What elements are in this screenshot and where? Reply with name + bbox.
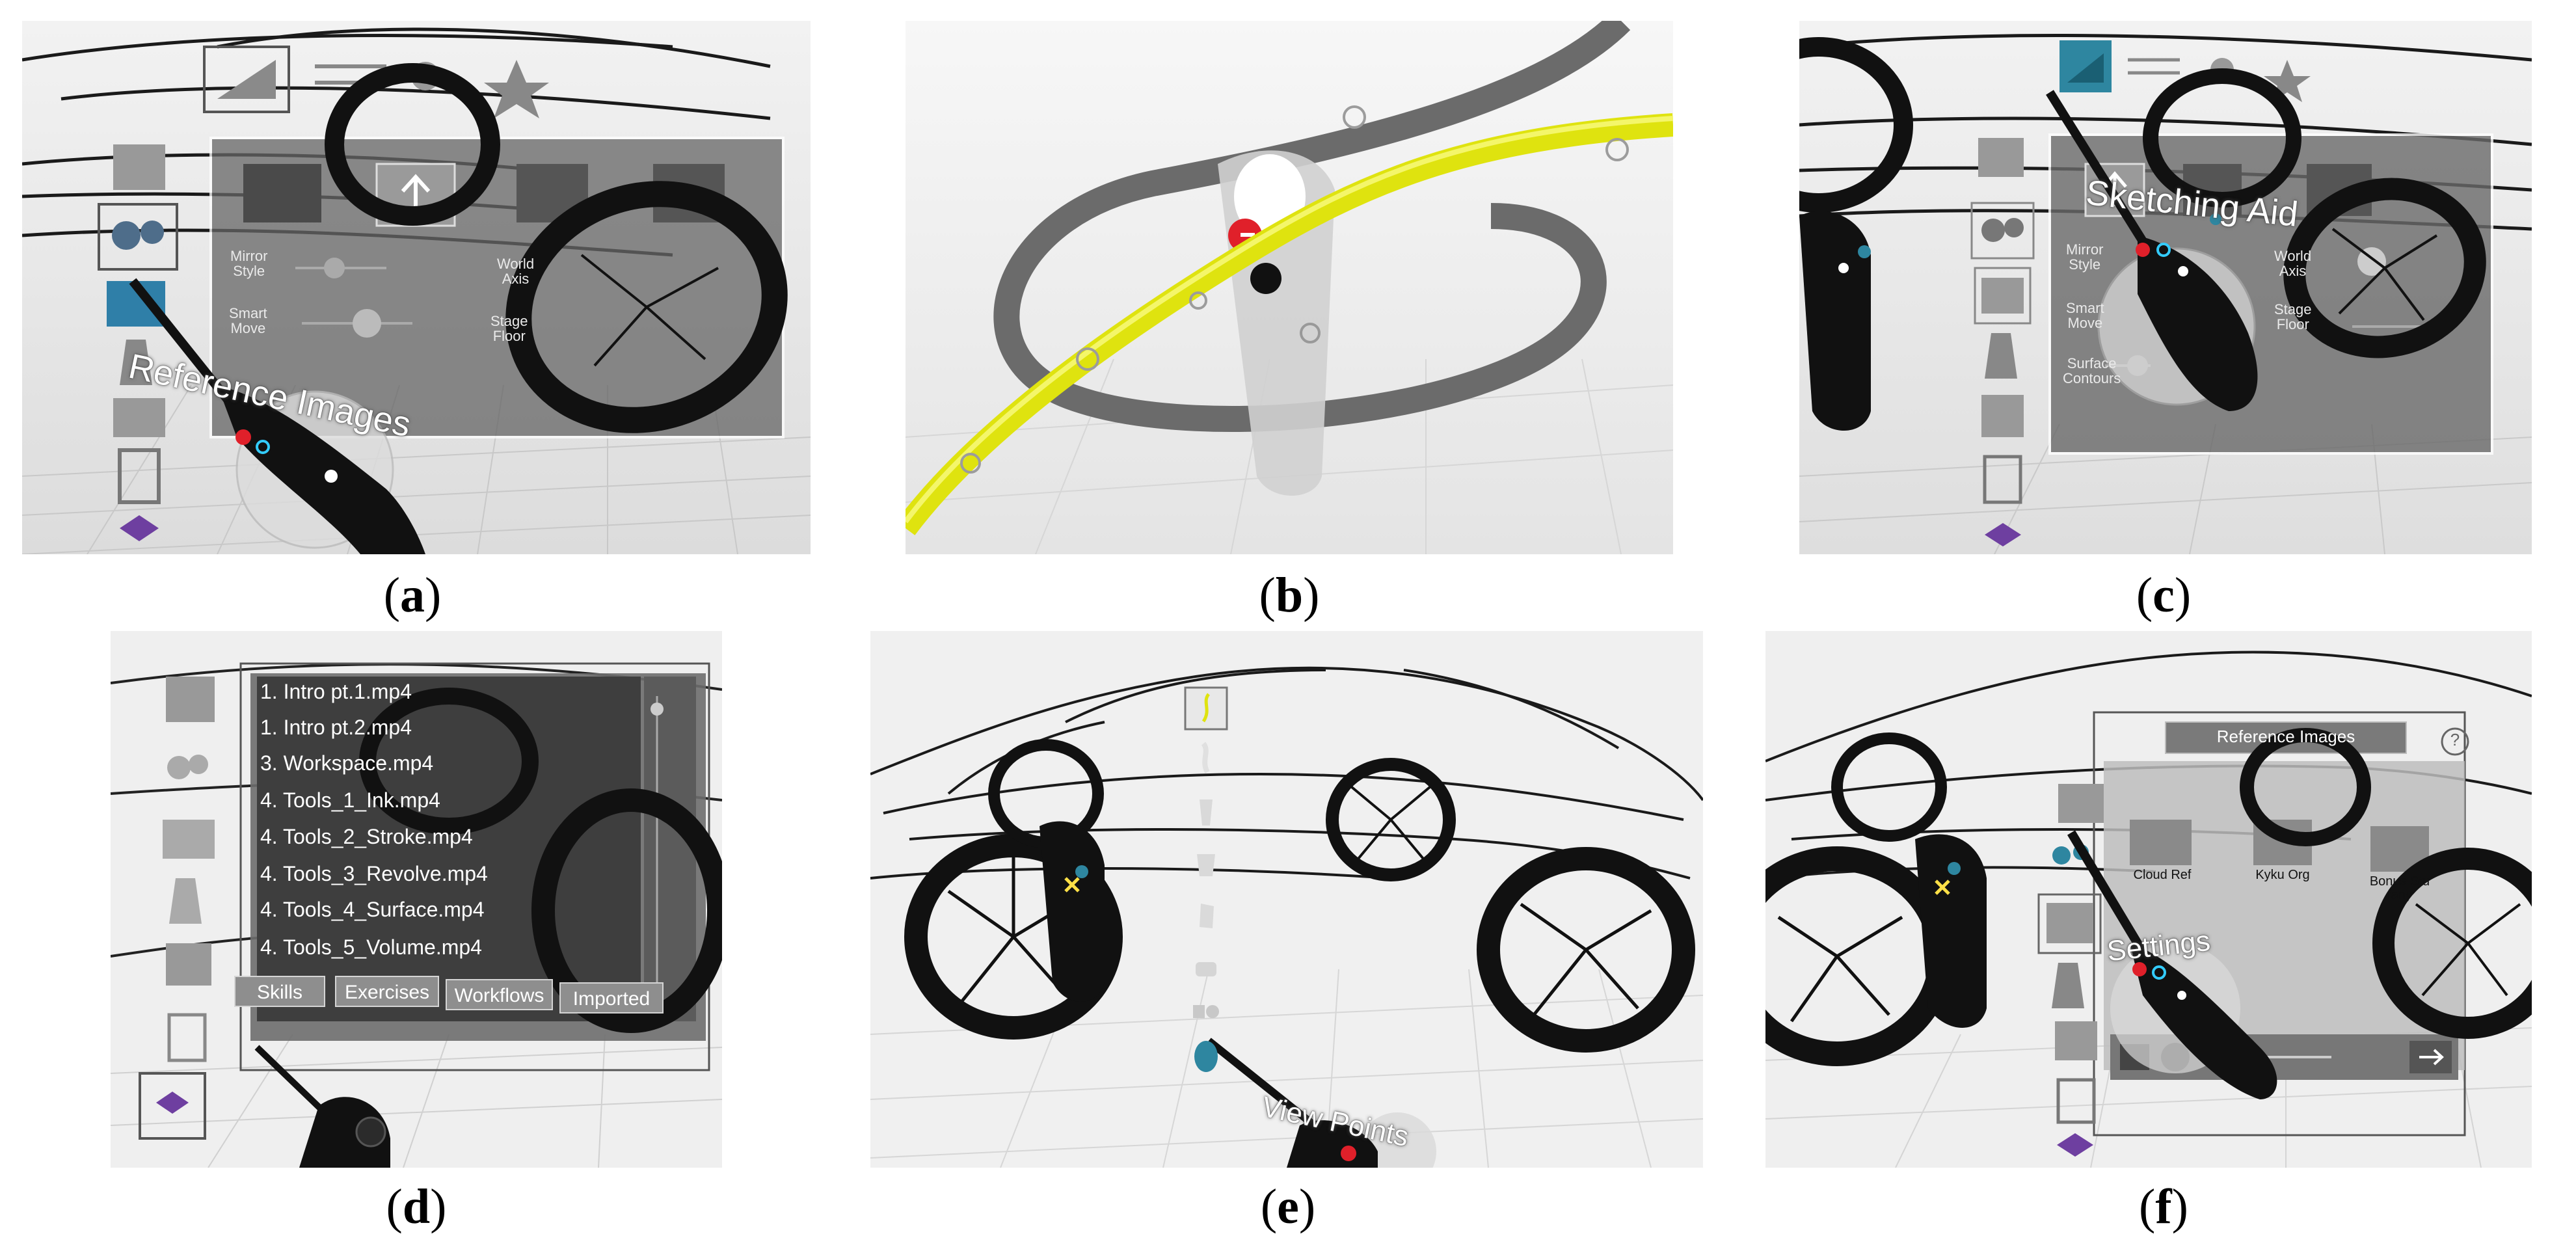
panel-e-scene xyxy=(870,631,1703,1168)
stage-floor-label: Stage Floor xyxy=(490,313,528,345)
reference-images-header: Reference Images xyxy=(2216,727,2355,746)
mirror-style-label: Mirror Style xyxy=(230,248,268,280)
tab-imported[interactable]: Imported xyxy=(559,982,664,1014)
smart-move-label: Smart Move xyxy=(2066,300,2104,332)
stage-floor-label: Stage Floor xyxy=(2274,301,2312,333)
panel-a-reference-images: Reference Images Mirror Style Smart Move… xyxy=(22,21,811,554)
panel-b-scene xyxy=(906,21,1673,554)
primitives-tool-icon[interactable] xyxy=(1184,992,1228,1036)
panel-d-scene xyxy=(111,631,722,1168)
camera-tool-icon[interactable] xyxy=(1184,1034,1228,1079)
smart-move-label: Smart Move xyxy=(229,305,267,337)
folder-cloud-ref[interactable]: Cloud Ref xyxy=(2133,868,2192,882)
caption-f: (f) xyxy=(2139,1179,2188,1234)
caption-e: (e) xyxy=(1260,1179,1316,1234)
file-item[interactable]: 4. Tools_4_Surface.mp4 xyxy=(260,898,485,921)
caption-a: (a) xyxy=(383,568,442,623)
folder-kyku-org[interactable]: Kyku Org xyxy=(2255,868,2310,882)
tab-skills[interactable]: Skills xyxy=(234,976,325,1007)
panel-f-settings: Reference Images ? Cloud Ref Kyku Org Bo… xyxy=(1765,631,2532,1168)
file-item[interactable]: 1. Intro pt.2.mp4 xyxy=(260,716,412,739)
mirror-style-label: Mirror Style xyxy=(2066,241,2104,273)
file-item[interactable]: 4. Tools_3_Revolve.mp4 xyxy=(260,862,488,885)
file-item[interactable]: 1. Intro pt.1.mp4 xyxy=(260,680,412,703)
caption-b: (b) xyxy=(1259,568,1320,623)
folder-bonus[interactable]: Bonus Stu fany xyxy=(2369,874,2430,902)
file-item[interactable]: 4. Tools_5_Volume.mp4 xyxy=(260,935,482,959)
help-button[interactable]: ? xyxy=(2450,730,2460,749)
file-item[interactable]: 4. Tools_2_Stroke.mp4 xyxy=(260,825,473,848)
file-item[interactable]: 4. Tools_1_Ink.mp4 xyxy=(260,788,440,812)
revolve-tool-icon[interactable] xyxy=(1184,790,1228,835)
world-axis-label: World Axis xyxy=(2274,248,2312,280)
panel-f-scene xyxy=(1765,631,2532,1168)
surface-tool-icon[interactable] xyxy=(1184,842,1228,887)
panel-d-tutorial-list: 1. Intro pt.1.mp4 1. Intro pt.2.mp4 3. W… xyxy=(111,631,722,1168)
ink-tool-icon[interactable] xyxy=(1184,686,1228,731)
caption-c: (c) xyxy=(2136,568,2192,623)
caption-d: (d) xyxy=(386,1179,447,1234)
volume-tool-icon[interactable] xyxy=(1184,894,1228,939)
panel-e-view-points: View Points xyxy=(870,631,1703,1168)
shape-tool-icon[interactable] xyxy=(1184,947,1228,991)
surface-contours-label: Surface Contours xyxy=(2063,355,2121,387)
panel-a-scene xyxy=(22,21,811,554)
tab-exercises[interactable]: Exercises xyxy=(335,976,439,1007)
stroke-tool-icon[interactable] xyxy=(1184,738,1228,783)
world-axis-label: World Axis xyxy=(497,256,535,288)
panel-b-stroke-closeup xyxy=(906,21,1673,554)
tab-workflows[interactable]: Workflows xyxy=(446,979,553,1010)
panel-c-sketching-aid: Sketching Aid Mirror Style Smart Move Wo… xyxy=(1799,21,2532,554)
panel-c-scene xyxy=(1799,21,2532,554)
file-item[interactable]: 3. Workspace.mp4 xyxy=(260,751,434,775)
